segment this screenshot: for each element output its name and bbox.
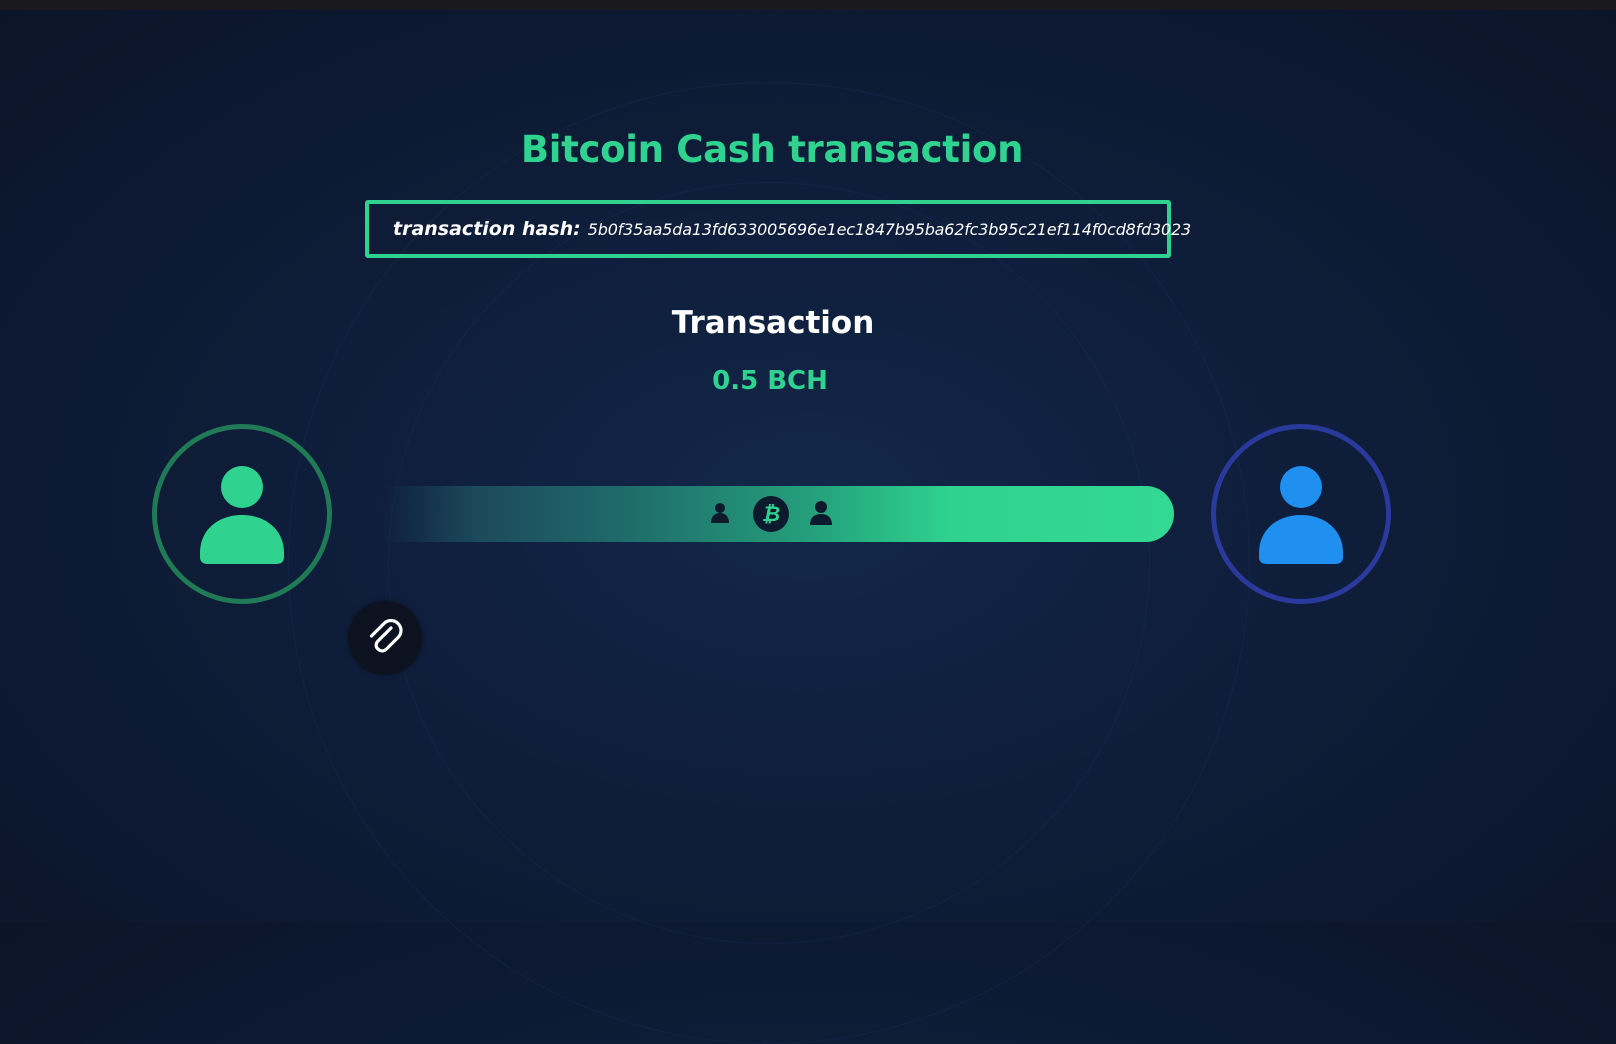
top-strip <box>0 0 1616 10</box>
sender-avatar <box>152 424 332 604</box>
background-ring <box>388 182 1150 944</box>
attachment-button[interactable] <box>348 601 422 675</box>
paperclip-icon <box>369 618 403 653</box>
transfer-icons: ₿ <box>711 496 832 532</box>
small-receiver-user-icon <box>810 501 832 525</box>
small-sender-user-icon <box>711 503 729 523</box>
transaction-heading: Transaction <box>671 305 875 341</box>
svg-text:₿: ₿ <box>762 502 780 526</box>
sender-user-icon <box>200 466 284 564</box>
page-title: Bitcoin Cash transaction <box>520 128 1024 171</box>
transaction-amount: 0.5 BCH <box>712 366 828 396</box>
bitcoin-icon: ₿ <box>753 496 789 532</box>
receiver-user-icon <box>1259 466 1343 564</box>
transaction-hash-label: transaction hash: <box>393 218 581 240</box>
transaction-hash-value: 5b0f35aa5da13fd633005696e1ec1847b95ba62f… <box>587 219 1191 239</box>
receiver-avatar <box>1211 424 1391 604</box>
transaction-hash-box: transaction hash: 5b0f35aa5da13fd6330056… <box>365 200 1191 258</box>
